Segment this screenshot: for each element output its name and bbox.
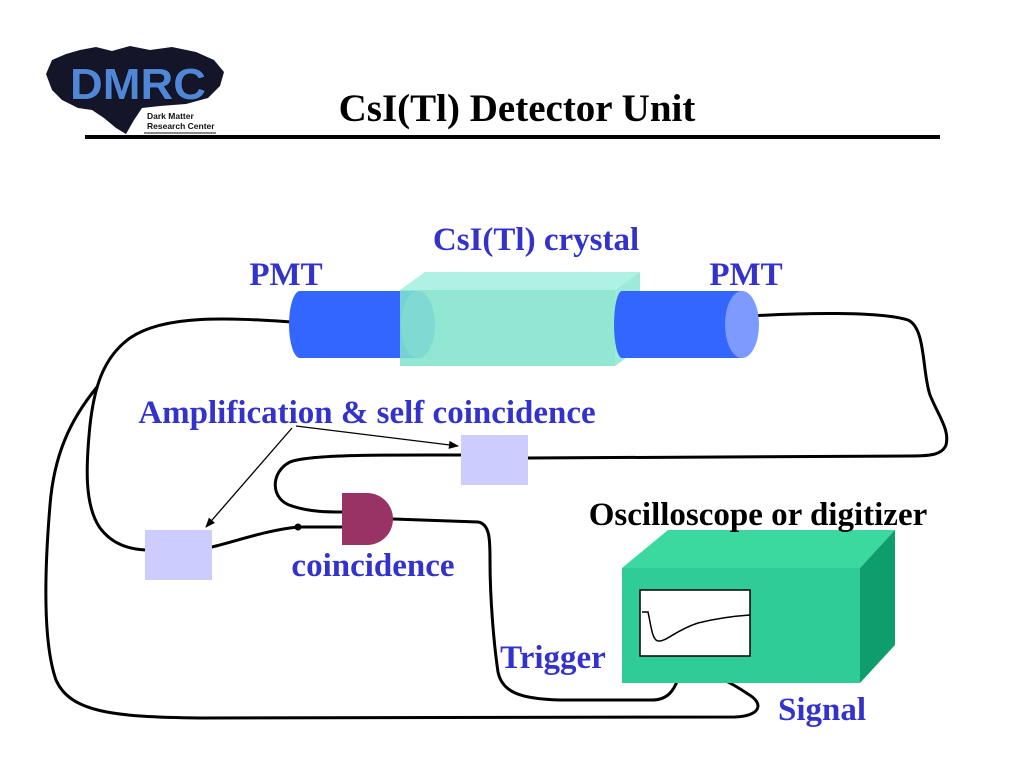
oscilloscope-side-face xyxy=(860,530,895,683)
pmt-right-body xyxy=(622,291,742,358)
pmt-left xyxy=(289,291,435,358)
slide-title: CsI(Tl) Detector Unit xyxy=(339,87,696,130)
oscilloscope-screen xyxy=(639,589,751,657)
coincidence-label: coincidence xyxy=(291,548,454,584)
logo-line-1: Dark Matter xyxy=(147,111,194,121)
amplifier-label: Amplification & self coincidence xyxy=(138,395,595,431)
wire-signal-cable xyxy=(44,385,760,720)
coincidence-gate xyxy=(342,493,393,545)
pmt-right-label: PMT xyxy=(709,257,782,293)
pmt-right-outer-face xyxy=(725,291,759,358)
pointer-to-left-amplifier xyxy=(205,427,293,528)
wire-right-amplifier-to-coincidence xyxy=(273,453,463,514)
oscilloscope-waveform xyxy=(642,611,751,642)
csi-crystal xyxy=(400,272,640,366)
trigger-label: Trigger xyxy=(500,640,606,676)
pmt-left-outer-end xyxy=(289,291,311,358)
logo-splotch xyxy=(46,46,224,134)
crystal-label: CsI(Tl) crystal xyxy=(433,222,639,258)
pmt-left-label: PMT xyxy=(249,257,322,293)
wiring xyxy=(44,311,949,720)
pmt-right-inner-end xyxy=(614,291,630,358)
logo-letters: DMRC xyxy=(70,60,206,109)
oscilloscope-top-face xyxy=(622,530,895,568)
oscilloscope xyxy=(622,530,895,683)
amplifier-left xyxy=(145,530,212,580)
pointer-to-right-amplifier xyxy=(295,425,459,449)
wire-trigger-cable xyxy=(391,517,680,702)
wire-right-pmt-to-right-amplifier xyxy=(526,311,949,460)
pmt-right xyxy=(614,291,759,358)
wire-left-pmt-to-left-amplifier xyxy=(85,317,294,552)
amplifier-right xyxy=(461,435,528,485)
dmrc-logo: DMRC Dark Matter Research Center xyxy=(46,46,224,134)
pmt-left-body xyxy=(300,291,418,358)
crystal-top-face xyxy=(400,272,640,290)
wire-junction-dot xyxy=(294,523,302,531)
crystal-front-face xyxy=(400,290,615,366)
signal-label: Signal xyxy=(778,692,866,728)
logo-line-2: Research Center xyxy=(147,121,215,131)
readout-label: Oscilloscope or digitizer xyxy=(589,497,928,533)
